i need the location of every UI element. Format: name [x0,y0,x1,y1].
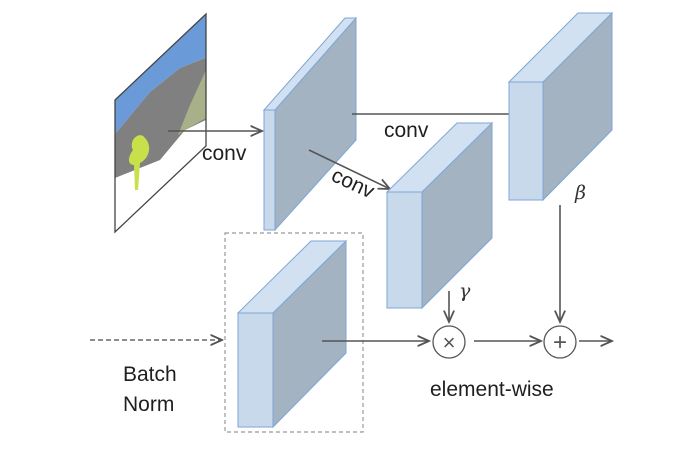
plus-icon: + [553,329,567,356]
batch-norm-block [236,239,348,429]
conv-label-3: conv [328,164,378,204]
add-operator: + [543,325,577,359]
sky-region [115,14,206,140]
batch-norm-box [224,232,364,433]
segmentation-map-image [114,12,207,234]
conv-label-2: conv [384,119,429,142]
gamma-label: γ [459,280,471,302]
arrow-conv-to-gamma [308,149,390,189]
conv-label-1: conv [202,142,247,165]
tree-region [128,135,150,190]
element-wise-label: element-wise [430,378,554,401]
grass-region [178,70,206,135]
beta-block [507,11,614,202]
beta-label: β [574,182,586,204]
gamma-block [385,121,494,310]
batch-norm-label-line1: Batch [123,363,177,386]
batch-norm-label-line2: Norm [123,393,174,416]
multiply-operator: × [432,325,466,359]
multiply-icon: × [443,330,456,355]
feature-block-shared [262,16,358,232]
